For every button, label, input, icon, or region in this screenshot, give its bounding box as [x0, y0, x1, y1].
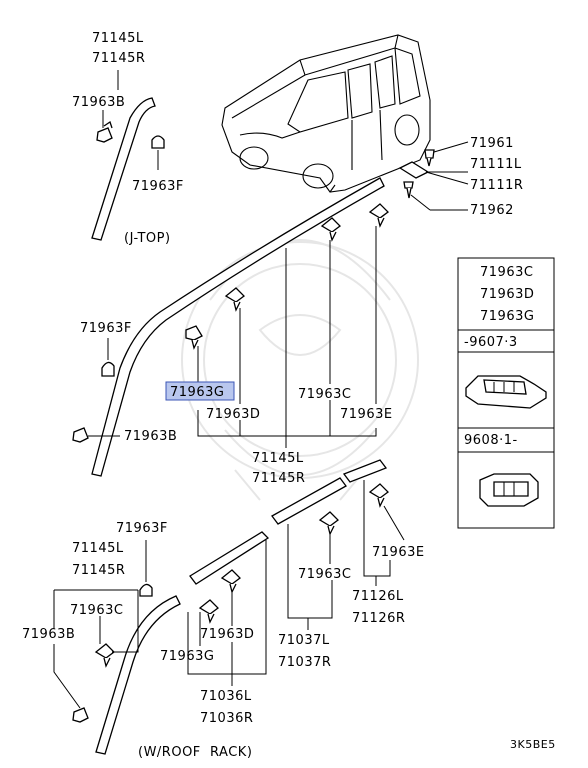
rack-clip-f: [139, 583, 153, 597]
label-jtop-clip-f: 71963F: [132, 179, 184, 194]
highlight-main-clip-g: [165, 381, 235, 401]
legend-part-d: 71963D: [480, 287, 534, 302]
legend-new-range: 9608·1-: [464, 433, 518, 448]
main-clip-g: [185, 325, 203, 350]
label-main-clip-b: 71963B: [124, 429, 177, 444]
label-roof-rack: (W/ROOF RACK): [138, 745, 252, 760]
label-rack-molding-l: 71145L: [72, 541, 124, 556]
main-clip-b: [72, 427, 89, 443]
rack-clip-c-left: [94, 643, 115, 668]
label-rack-rail-mid-l: 71037L: [278, 633, 330, 648]
label-rack-rail-front-l: 71036L: [200, 689, 252, 704]
main-clip-e: [368, 203, 389, 228]
jtop-clip-b: [96, 120, 113, 143]
main-clip-f: [101, 361, 115, 377]
label-rack-clip-g: 71963G: [160, 649, 214, 664]
label-jtop-clip-b: 71963B: [72, 95, 125, 110]
label-main-clip-f: 71963F: [80, 321, 132, 336]
legend-old-range: -9607·3: [464, 335, 518, 350]
label-bracket-r: 71111R: [470, 178, 523, 193]
label-main-clip-c: 71963C: [298, 387, 351, 402]
bracket-71111: [398, 161, 430, 179]
label-rack-clip-c-mid: 71963C: [298, 567, 351, 582]
legend-part-c: 71963C: [480, 265, 533, 280]
jtop-molding: [91, 97, 156, 241]
legend-part-g: 71963G: [480, 309, 534, 324]
rack-clip-c-mid: [318, 511, 339, 536]
main-clip-c: [320, 217, 341, 242]
label-rack-rail-mid-r: 71037R: [278, 655, 331, 670]
legend-clip-old: [465, 375, 547, 409]
label-jtop-molding-r: 71145R: [92, 51, 145, 66]
label-main-molding-l: 71145L: [252, 451, 304, 466]
label-rack-rail-front-r: 71036R: [200, 711, 253, 726]
label-screw-71962: 71962: [470, 203, 514, 218]
label-jtop-molding-l: 71145L: [92, 31, 144, 46]
label-rack-clip-f: 71963F: [116, 521, 168, 536]
screw-71962: [403, 181, 414, 199]
label-main-molding-r: 71145R: [252, 471, 305, 486]
label-jtop: (J-TOP): [124, 231, 171, 246]
label-bracket-l: 71111L: [470, 157, 522, 172]
main-drip-molding: [91, 177, 385, 477]
label-rack-clip-c-left: 71963C: [70, 603, 123, 618]
vehicle-illustration: [221, 34, 431, 193]
main-clip-d: [224, 287, 245, 312]
label-screw-71961: 71961: [470, 136, 514, 151]
rack-clip-b: [72, 707, 89, 723]
rack-clip-d: [220, 569, 241, 594]
label-rack-clip-e: 71963E: [372, 545, 425, 560]
rack-clip-e: [368, 483, 389, 508]
rack-clip-g: [198, 599, 219, 624]
watermark-emblem: [181, 239, 419, 501]
label-rack-clip-b: 71963B: [22, 627, 75, 642]
label-main-clip-e: 71963E: [340, 407, 393, 422]
screw-71961: [424, 149, 435, 167]
label-main-clip-d: 71963D: [206, 407, 260, 422]
figure-code: 3K5BE5: [510, 738, 556, 751]
legend-box: [457, 257, 555, 529]
jtop-clip-f: [151, 135, 165, 149]
label-main-clip-g: 71963G: [170, 385, 224, 400]
rack-rail-mid: [271, 477, 347, 525]
label-rack-rail-rear-l: 71126L: [352, 589, 404, 604]
rack-rail-rear: [342, 459, 388, 483]
label-rack-molding-r: 71145R: [72, 563, 125, 578]
rack-rail-front: [189, 531, 270, 585]
legend-clip-new: [479, 473, 539, 507]
label-rack-clip-d: 71963D: [200, 627, 254, 642]
label-rack-rail-rear-r: 71126R: [352, 611, 405, 626]
